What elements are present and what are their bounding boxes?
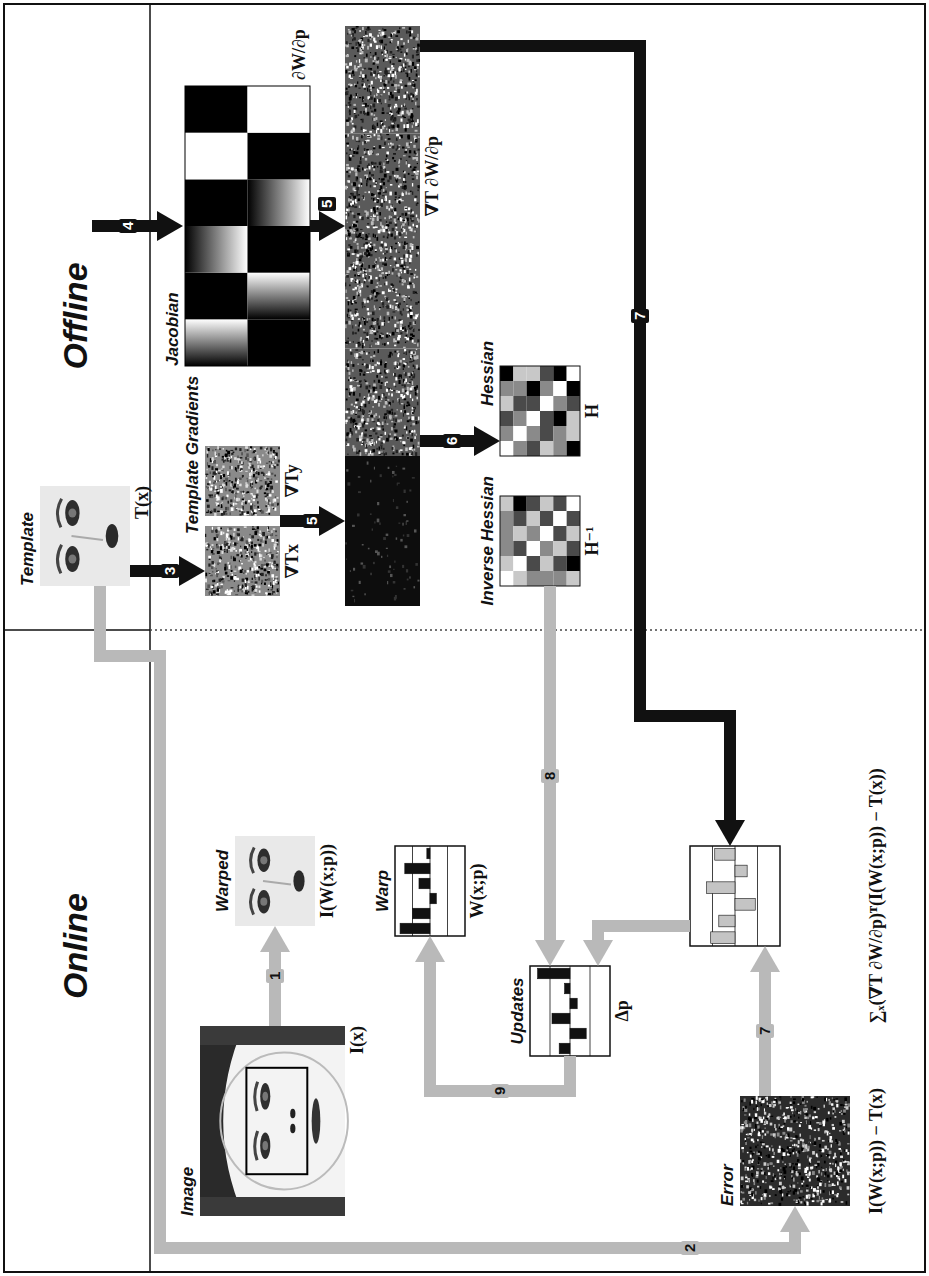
figure-stage: ImageI(x)WarpedI(W(x;p))TemplateT(x)Temp…	[0, 0, 929, 1276]
